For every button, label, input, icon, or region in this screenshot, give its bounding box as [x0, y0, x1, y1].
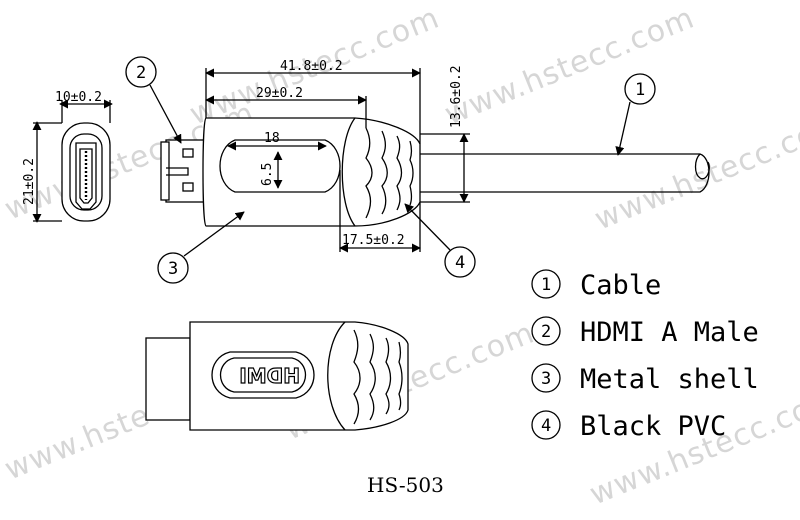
legend-label-metal-shell: Metal shell	[580, 364, 759, 395]
shell-length-dim: 29±0.2	[256, 86, 303, 101]
legend-num-4: 4	[541, 416, 551, 436]
face-width-dim: 10±0.2	[55, 90, 102, 105]
face-height-dim: 21±0.2	[22, 158, 37, 205]
watermark: www.hstecc.com	[590, 105, 800, 237]
recess-length-dim: 18	[264, 131, 280, 146]
callout-3: 3	[168, 259, 178, 279]
watermark: www.hstecc.com	[440, 0, 700, 132]
callout-1: 1	[635, 80, 645, 100]
legend-label-hdmi-a-male: HDMI A Male	[580, 317, 759, 348]
connector-side-view: 41.8±0.2 29±0.2 13.6±0.2 17.5±0.2 18 6.5…	[125, 56, 710, 284]
legend: 1 Cable 2 HDMI A Male 3 Metal shell 4 Bl…	[531, 269, 759, 442]
watermark: www.hstecc.com	[585, 380, 800, 512]
model-caption: HS-503	[367, 473, 444, 497]
connector-face-view: 10±0.2 21±0.2	[22, 90, 113, 223]
callout-2: 2	[136, 63, 146, 83]
hdmi-logo-text: HDMI	[239, 364, 300, 388]
legend-num-1: 1	[541, 275, 551, 295]
recess-height-dim: 6.5	[260, 163, 275, 186]
legend-num-3: 3	[541, 369, 551, 389]
boot-ribs	[365, 127, 414, 219]
boot-length-dim: 17.5±0.2	[342, 233, 405, 248]
callout-4: 4	[455, 253, 465, 273]
connector-perspective-view: HDMI	[145, 321, 409, 431]
legend-label-cable: Cable	[580, 270, 661, 301]
height-dim: 13.6±0.2	[449, 65, 464, 128]
overall-length-dim: 41.8±0.2	[280, 59, 343, 74]
legend-label-black-pvc: Black PVC	[580, 411, 726, 442]
legend-num-2: 2	[541, 322, 551, 342]
boot-ribs	[353, 329, 403, 425]
